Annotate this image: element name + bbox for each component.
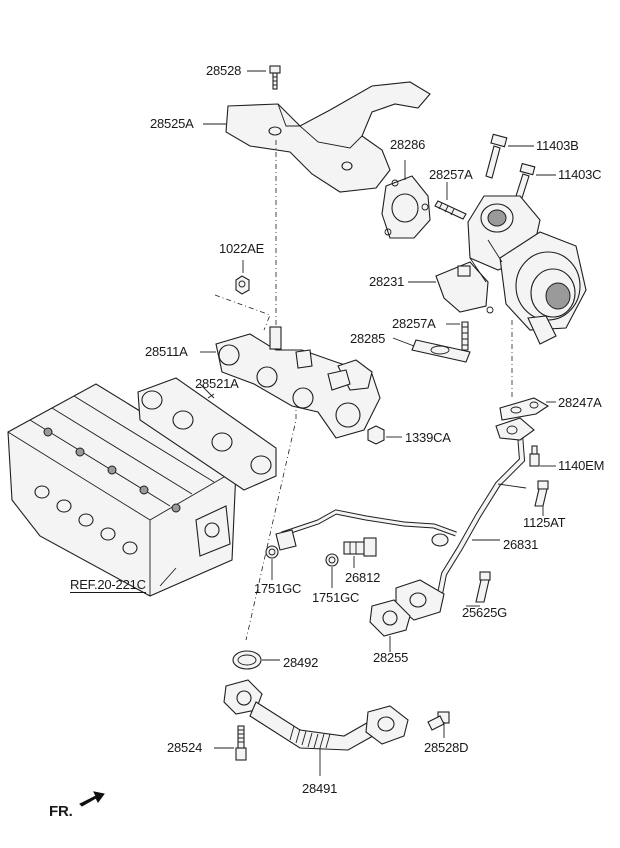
heat-shield-28525A	[225, 81, 431, 193]
stud-28257A-bottom	[461, 321, 469, 351]
bolt-11403B	[485, 133, 508, 179]
label-28257A-top: 28257A	[429, 167, 473, 182]
label-1339CA: 1339CA	[405, 430, 451, 445]
flange-25625G	[395, 579, 445, 621]
front-direction-arrow-icon	[79, 791, 105, 807]
label-28511A: 28511A	[145, 344, 188, 359]
exhaust-manifold-28511A	[215, 326, 381, 439]
label-26812: 26812	[345, 570, 381, 585]
bolt-1125AT	[534, 480, 549, 507]
label-28491: 28491	[302, 781, 338, 796]
gasket-1751GC-left	[265, 545, 279, 559]
gasket-28255	[369, 599, 411, 637]
bolt-25625G	[475, 571, 491, 603]
gasket-28247A	[499, 397, 550, 421]
label-28528: 28528	[206, 63, 242, 78]
egr-pipe-28491	[223, 679, 409, 751]
bolt-28524	[235, 725, 247, 761]
gasket-28286	[381, 175, 431, 239]
label-28492: 28492	[283, 655, 319, 670]
bolt-1140EM	[529, 445, 540, 467]
bolt-28528D	[427, 711, 450, 731]
nut-1022AE	[235, 275, 250, 295]
label-28525A: 28525A	[150, 116, 194, 131]
label-25625G: 25625G	[462, 605, 508, 620]
oil-feed-pipe	[275, 509, 457, 551]
oil-return-pipe-26831	[437, 417, 535, 595]
label-28524: 28524	[167, 740, 203, 755]
nut-1339CA	[367, 425, 385, 445]
label-11403B: 11403B	[536, 138, 579, 153]
banjo-bolt-26812	[343, 537, 377, 557]
label-28255: 28255	[373, 650, 409, 665]
label-11403C: 11403C	[558, 167, 602, 182]
gasket-1751GC-right	[325, 553, 339, 567]
label-1751GC-left: 1751GC	[254, 581, 302, 596]
turbocharger-28231	[435, 195, 587, 345]
label-28528D: 28528D	[424, 740, 469, 755]
label-28521A: 28521A	[195, 376, 239, 391]
stud-28257A-top	[434, 200, 467, 220]
label-28231: 28231	[369, 274, 405, 289]
bolt-28528	[269, 65, 281, 90]
label-1140EM: 1140EM	[558, 458, 605, 473]
label-1751GC-right: 1751GC	[312, 590, 360, 605]
label-1125AT: 1125AT	[523, 515, 566, 530]
manifold-gasket-28521A	[137, 377, 277, 491]
ref-cylinder-head-label: REF.20-221C	[70, 577, 146, 593]
label-1022AE: 1022AE	[219, 241, 265, 256]
label-28286: 28286	[390, 137, 426, 152]
label-26831: 26831	[503, 537, 539, 552]
label-28247A: 28247A	[558, 395, 602, 410]
label-28285: 28285	[350, 331, 386, 346]
gasket-28285	[411, 339, 471, 363]
bolt-11403C	[515, 162, 536, 199]
gasket-28492	[232, 650, 262, 670]
label-28257A-bottom: 28257A	[392, 316, 436, 331]
front-direction-label: FR.	[49, 803, 73, 820]
